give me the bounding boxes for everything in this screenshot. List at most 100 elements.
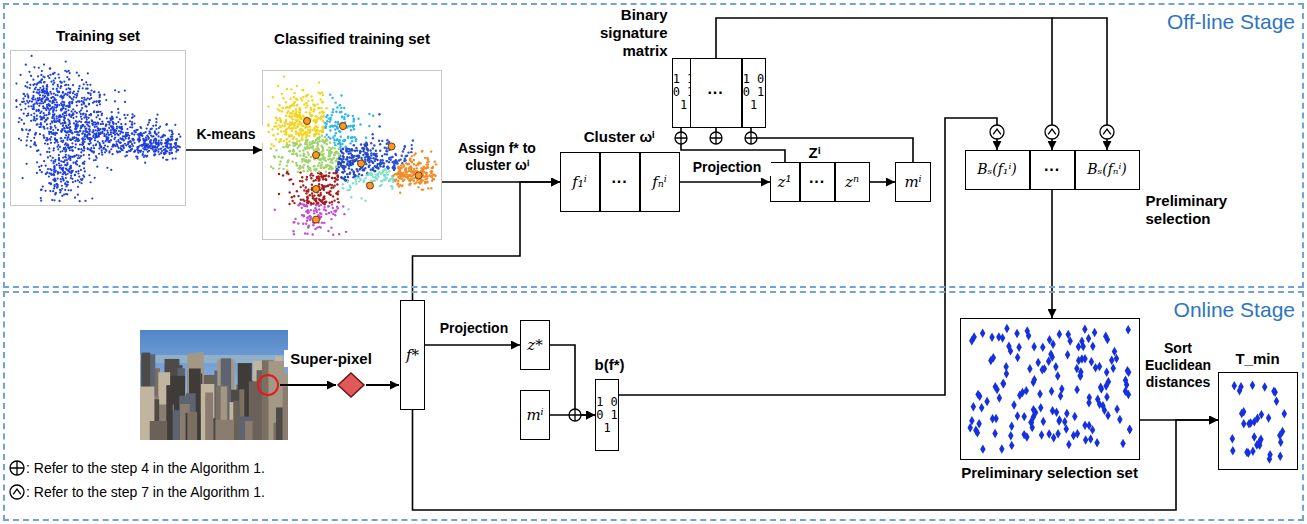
sample-point [55, 140, 57, 142]
sample-point [161, 150, 163, 152]
sample-point [350, 196, 352, 198]
sample-point [90, 113, 92, 115]
sample-point [108, 124, 110, 126]
sample-point [70, 139, 72, 141]
sample-point [299, 154, 301, 156]
sample-point [70, 139, 72, 141]
sample-point [353, 144, 355, 146]
sample-point [77, 186, 79, 188]
sample-point [85, 88, 87, 90]
sample-point [377, 173, 379, 175]
sample-point [36, 115, 38, 117]
sample-point [76, 154, 78, 156]
sample-point [296, 190, 298, 192]
sample-point [64, 182, 66, 184]
sample-point [41, 91, 43, 93]
sample-point [63, 116, 65, 118]
sample-point [342, 148, 344, 150]
sample-point [154, 137, 156, 139]
sample-point [120, 148, 122, 150]
sample-point [21, 119, 23, 121]
sample-point [139, 139, 141, 141]
sample-point [61, 81, 63, 83]
sample-point [309, 194, 311, 196]
sample-point [93, 151, 95, 153]
sample-point [67, 189, 69, 191]
sample-point [90, 113, 92, 115]
sample-point [78, 165, 80, 167]
sample-point [34, 143, 36, 145]
sample-point [403, 148, 405, 150]
sample-point [132, 116, 134, 118]
sample-point [66, 127, 68, 129]
sample-point [111, 116, 113, 118]
sample-point [115, 140, 117, 142]
sample-point [125, 151, 127, 153]
sample-point [45, 173, 47, 175]
sample-point [306, 233, 308, 235]
sample-point [58, 91, 60, 93]
sample-point [34, 103, 36, 105]
sample-point [65, 177, 67, 179]
sample-point [148, 130, 150, 132]
sample-point [270, 147, 272, 149]
sample-point [335, 165, 337, 167]
sample-point [144, 140, 146, 142]
sample-point [155, 118, 157, 120]
sample-point [25, 163, 27, 165]
sample-point [30, 114, 32, 116]
sample-point [120, 123, 122, 125]
sample-point [50, 136, 52, 138]
sample-point [65, 156, 67, 158]
sample-point [59, 119, 61, 121]
sample-point [105, 99, 107, 101]
sample-point [275, 149, 277, 151]
sample-point [366, 172, 368, 174]
sample-point [40, 189, 42, 191]
sample-point [26, 86, 28, 88]
sample-point [343, 170, 345, 172]
sample-point [139, 126, 141, 128]
sample-point [49, 123, 51, 125]
sample-point [53, 166, 55, 168]
sample-point [56, 118, 58, 120]
sample-point [142, 151, 144, 153]
sample-point [76, 125, 78, 127]
sample-point [94, 124, 96, 126]
sample-point [122, 135, 124, 137]
sample-point [37, 97, 39, 99]
sample-point [81, 138, 83, 140]
sample-point [90, 89, 92, 91]
sample-point [48, 109, 50, 111]
sample-point [316, 126, 318, 128]
sample-point [55, 94, 57, 96]
sample-point [87, 92, 89, 94]
sample-point [64, 150, 66, 152]
sample-point [325, 126, 327, 128]
sample-point [41, 171, 43, 173]
sample-point [421, 150, 423, 152]
sample-point [315, 115, 317, 117]
sample-point [128, 137, 130, 139]
sample-point [99, 132, 101, 134]
sample-point [91, 138, 93, 140]
sample-point [50, 142, 52, 144]
sample-point [102, 123, 104, 125]
sample-point [98, 147, 100, 149]
sample-point [24, 85, 26, 87]
sample-point [157, 131, 159, 133]
sample-point [353, 159, 355, 161]
sample-point [323, 167, 325, 169]
sample-point [24, 103, 26, 105]
sample-point [65, 148, 67, 150]
sample-point [26, 136, 28, 138]
sample-point [178, 133, 180, 135]
sample-point [109, 150, 111, 152]
sample-point [82, 138, 84, 140]
sample-point [71, 171, 73, 173]
sample-point [342, 161, 344, 163]
sample-point [52, 129, 54, 131]
sample-point [384, 147, 386, 149]
sample-point [375, 173, 377, 175]
sample-point [288, 203, 290, 205]
